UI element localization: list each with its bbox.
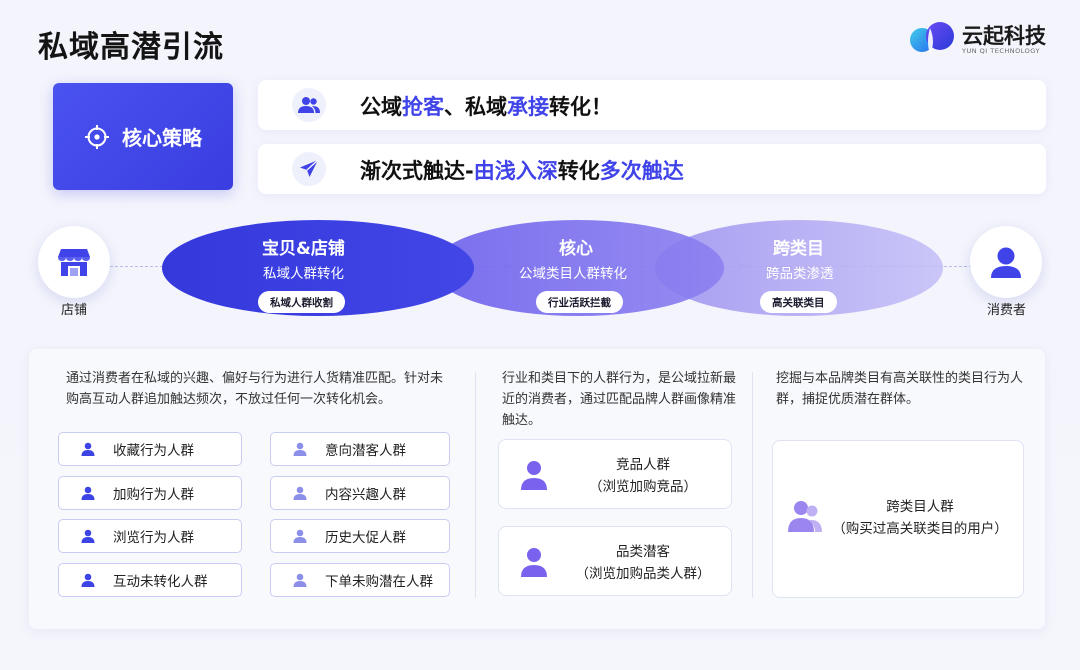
segment-chip-label: 收藏行为人群 [113,443,194,459]
person-icon [521,461,547,490]
segment-chip: 互动未转化人群 [58,563,242,597]
strategy-row-1: 公域抢客、私域承接转化！ [258,80,1046,130]
send-icon [292,152,326,186]
person-icon [81,529,95,543]
stage-tag-core: 行业活跃拦截 [536,291,623,313]
store-icon [58,249,90,276]
stage-subtitle-cross: 跨品类渗透 [766,266,834,282]
users-icon [292,88,326,122]
segment-card: 品类潜客 （浏览加购品类人群） [498,526,732,596]
store-node [38,226,110,298]
core-description: 行业和类目下的人群行为，是公域拉新最近的消费者，通过匹配品牌人群画像精准触达。 [502,371,737,428]
logo-text: 云起科技 [962,24,1046,48]
card-title: 品类潜客 [616,544,670,560]
person-icon [293,573,307,587]
consumer-node [970,226,1042,298]
section-divider [475,372,476,598]
card-note: （浏览加购品类人群） [575,566,711,582]
segment-card: 跨类目人群 （购买过高关联类目的用户） [772,440,1024,598]
core-strategy-box: 核心策略 [53,83,233,190]
person-icon [293,442,307,456]
segment-chip-label: 浏览行为人群 [113,530,194,546]
person-icon [81,573,95,587]
segment-chip-label: 历史大促人群 [325,530,406,546]
brand-logo: 云起科技 YUN QI TECHNOLOGY [908,18,1058,60]
person-icon [521,548,547,577]
target-icon [85,124,109,149]
card-title: 竞品人群 [616,457,670,473]
strategy-row-2: 渐次式触达-由浅入深转化多次触达 [258,144,1046,194]
segment-card: 竞品人群 （浏览加购竞品） [498,439,732,509]
segment-chip: 浏览行为人群 [58,519,242,553]
group-icon [788,501,822,532]
user-icon [991,247,1021,278]
segment-chip: 加购行为人群 [58,476,242,510]
stage-subtitle-core: 公域类目人群转化 [519,266,627,282]
card-note: （浏览加购竞品） [589,479,697,495]
person-icon [81,442,95,456]
stage-title-cross: 跨类目 [773,239,824,259]
person-icon [293,529,307,543]
stage-tag-private: 私域人群收割 [258,291,345,313]
stage-title-core: 核心 [559,239,593,259]
stage-subtitle-private: 私域人群转化 [263,266,344,282]
strategy-text-2: 渐次式触达-由浅入深转化多次触达 [360,159,684,183]
yunqi-logo-icon [910,22,954,54]
store-label: 店铺 [61,303,88,318]
stage-tag-cross: 高关联类目 [760,291,837,313]
section-divider [752,372,753,598]
segment-chip-label: 下单未购潜在人群 [325,574,433,590]
page-title: 私域高潜引流 [38,30,224,65]
segment-chip: 历史大促人群 [270,519,450,553]
segment-chip: 下单未购潜在人群 [270,563,450,597]
segment-chip: 内容兴趣人群 [270,476,450,510]
segment-chip-label: 意向潜客人群 [325,443,406,459]
segment-chip-label: 内容兴趣人群 [325,487,406,503]
strategy-text-1: 公域抢客、私域承接转化！ [360,95,612,119]
segment-chip: 意向潜客人群 [270,432,450,466]
logo-subtitle: YUN QI TECHNOLOGY [962,47,1040,55]
cross-description: 挖掘与本品牌类目有高关联性的类目行为人群，捕捉优质潜在群体。 [776,371,1024,407]
stage-title-private: 宝贝&店铺 [262,239,345,259]
private-description: 通过消费者在私域的兴趣、偏好与行为进行人货精准匹配。针对未购高互动人群追加触达频… [66,371,444,407]
card-note: （购买过高关联类目的用户） [832,521,1008,537]
person-icon [81,486,95,500]
segment-chip: 收藏行为人群 [58,432,242,466]
segment-chip-label: 加购行为人群 [113,487,194,503]
consumer-label: 消费者 [987,303,1027,318]
card-title: 跨类目人群 [886,499,954,515]
segment-chip-label: 互动未转化人群 [113,574,208,590]
person-icon [293,486,307,500]
core-strategy-label: 核心策略 [122,126,202,150]
